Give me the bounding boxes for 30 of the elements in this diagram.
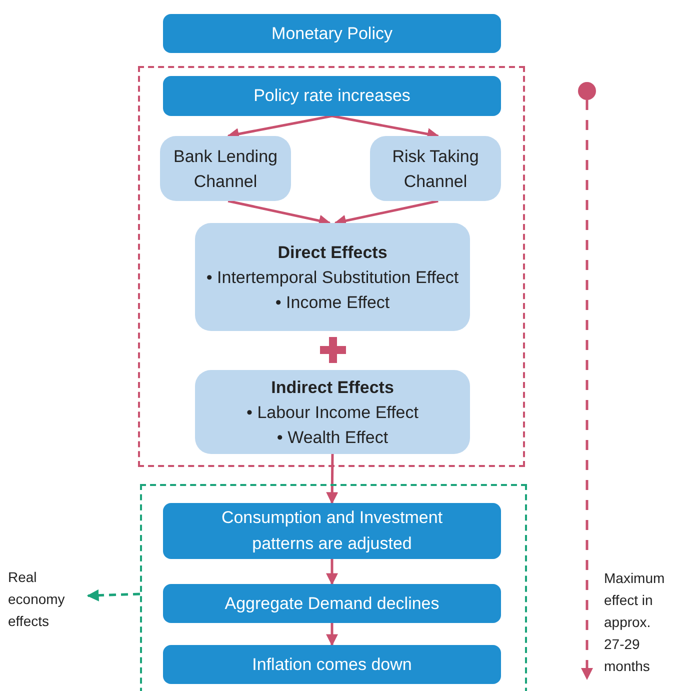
- process-box: [163, 76, 501, 116]
- arrow: [326, 623, 338, 646]
- arrow: [326, 559, 338, 586]
- group-frame: [138, 66, 525, 467]
- note-text: Maximum effect in approx. 27-29 months: [604, 569, 666, 676]
- box-text: Monetary Policy: [272, 22, 392, 44]
- box-text: Risk Taking Channel: [391, 146, 480, 192]
- process-box: [370, 136, 501, 201]
- box-text: Real economy effects: [8, 568, 66, 631]
- box-text: • Income Effect: [275, 292, 390, 314]
- arrow: [326, 454, 338, 504]
- group-frame: [140, 484, 527, 691]
- box-heading: Direct Effects: [278, 242, 388, 264]
- box-text: • Labour Income Effect: [246, 402, 418, 424]
- process-box: [160, 136, 291, 201]
- process-box: [163, 503, 501, 559]
- process-box: [163, 584, 501, 623]
- process-box: [195, 370, 470, 454]
- box-text: • Intertemporal Substitution Effect: [206, 266, 459, 288]
- process-box: [163, 645, 501, 684]
- box-text: Policy rate increases: [254, 85, 410, 107]
- box-text: • Wealth Effect: [276, 426, 388, 448]
- box-text: Inflation comes down: [252, 654, 412, 676]
- box-text: Bank Lending Channel: [172, 146, 278, 192]
- arrow: [86, 589, 140, 602]
- box-heading: Indirect Effects: [271, 376, 394, 398]
- process-box: [163, 14, 501, 53]
- process-box: [195, 223, 470, 331]
- box-text: Aggregate Demand declines: [224, 592, 440, 614]
- box-text: Consumption and Investment patterns are adjusted: [220, 507, 444, 555]
